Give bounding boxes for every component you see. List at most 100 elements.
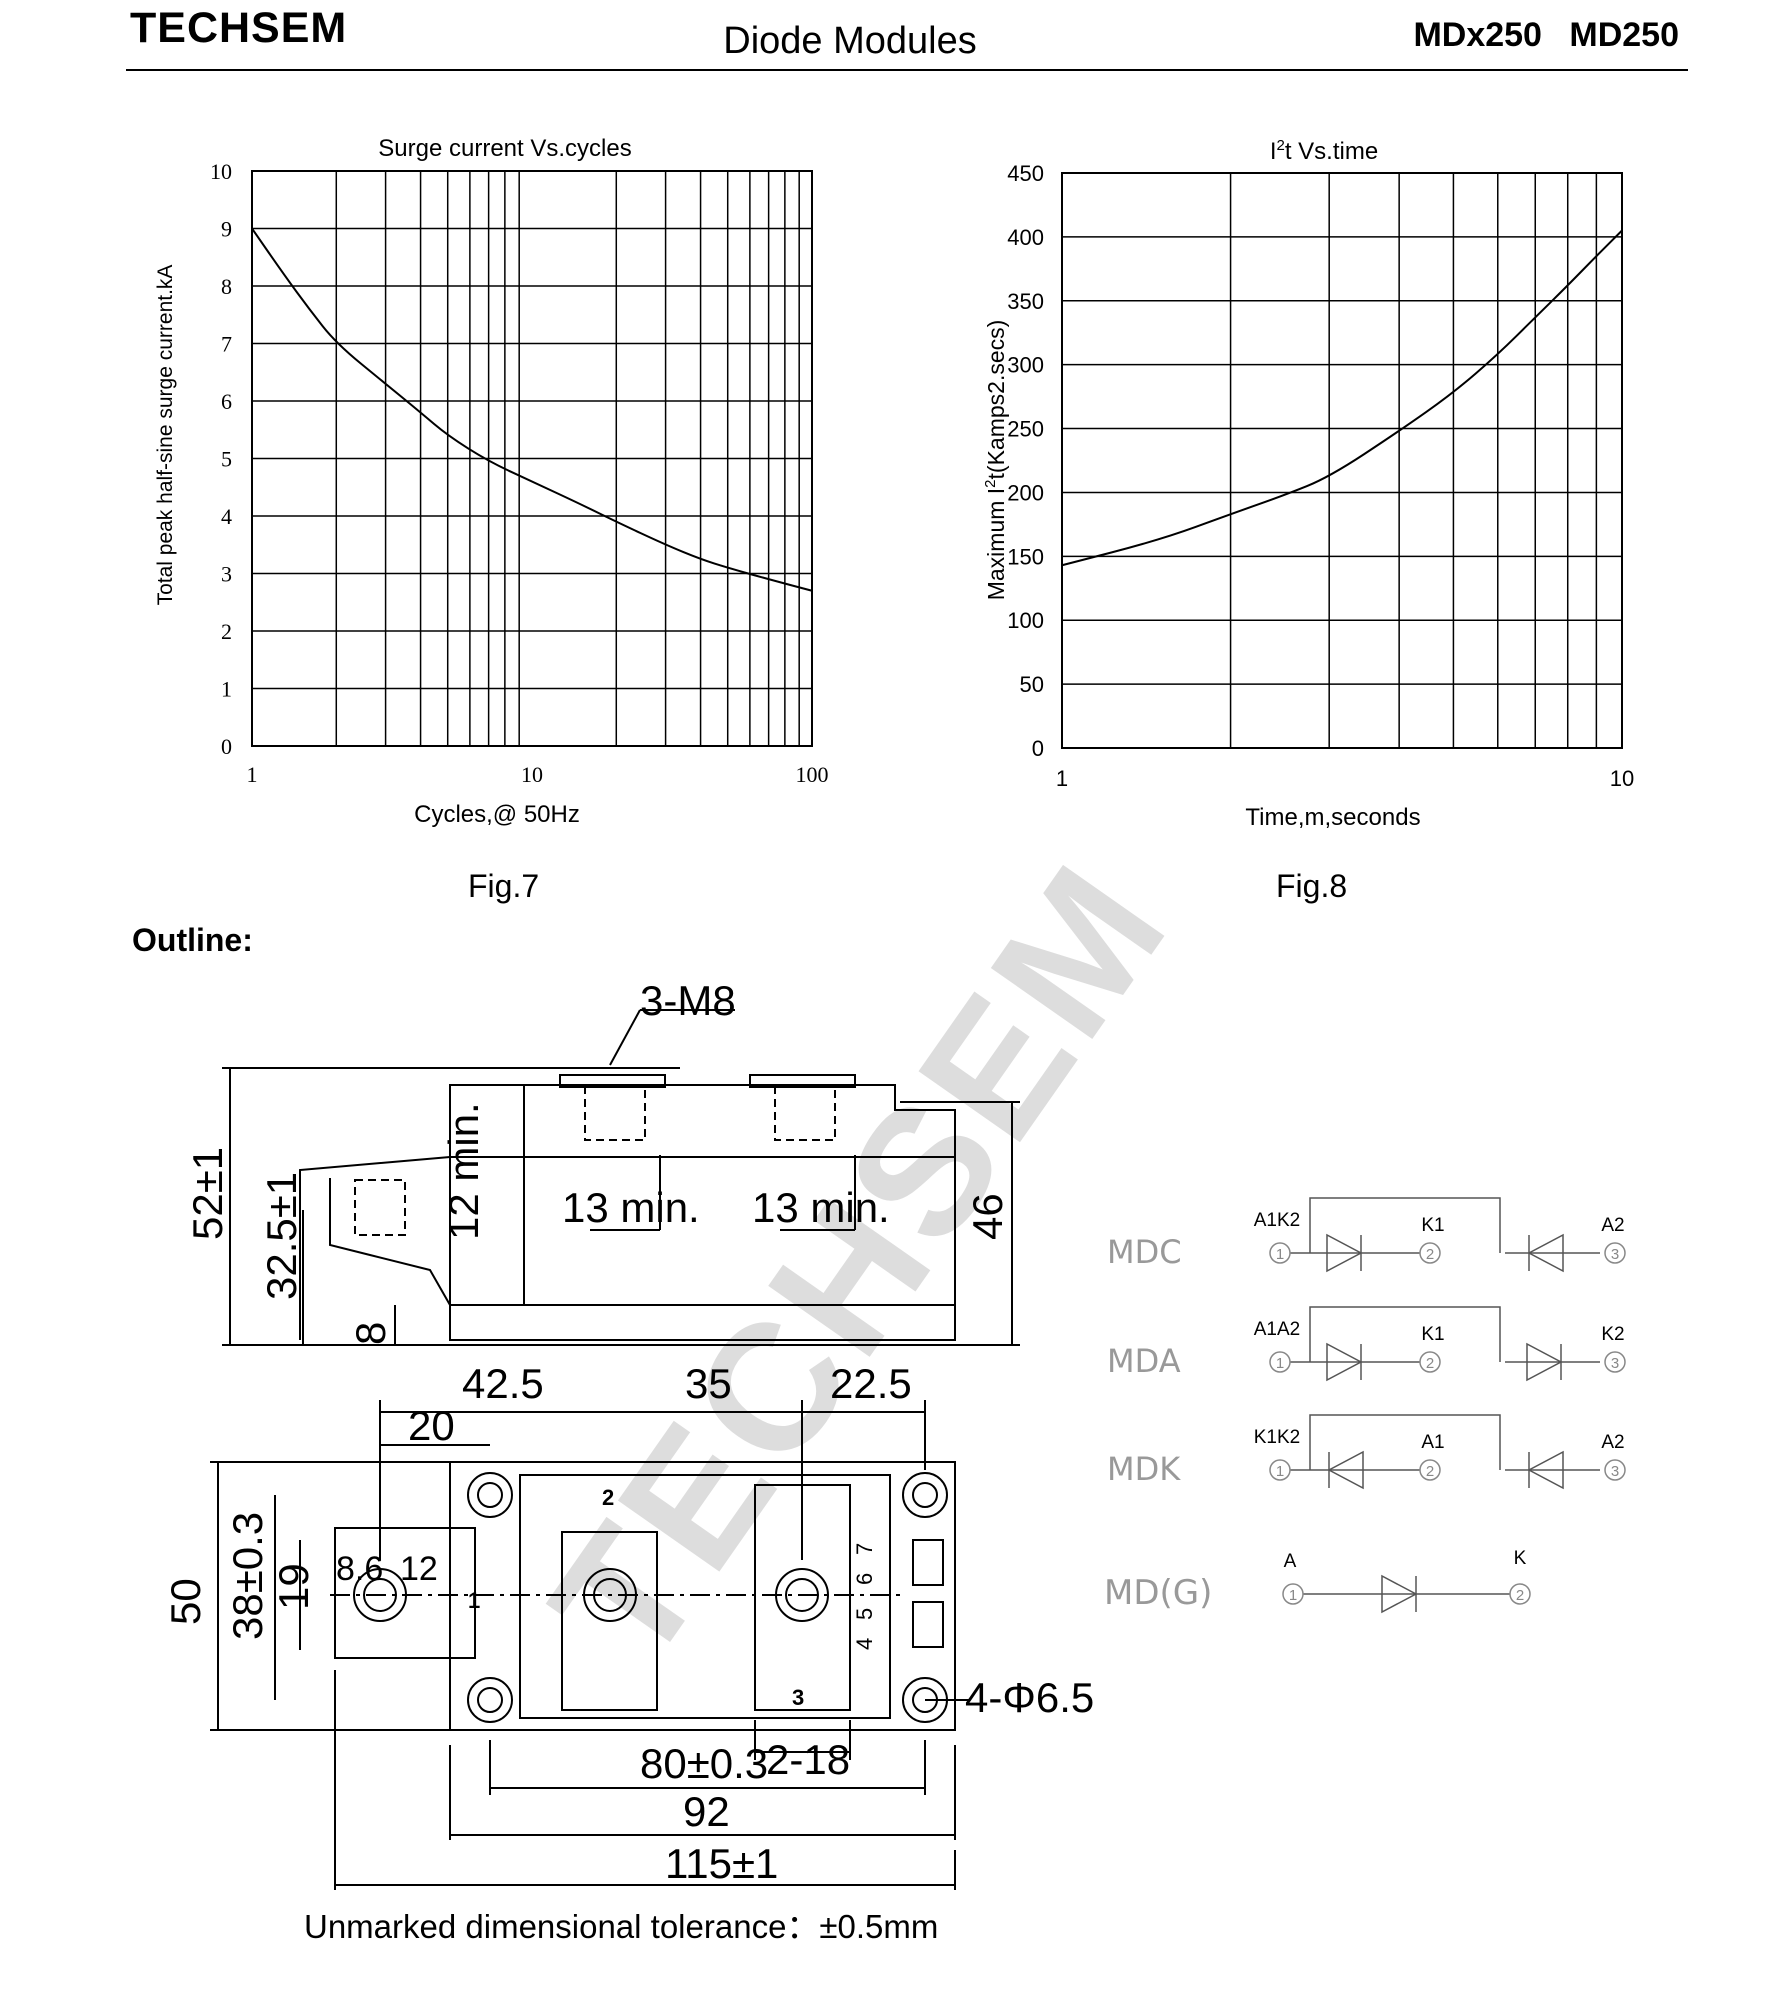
chart2-title: I2t Vs.time (1270, 137, 1378, 165)
circuit-mda-node-2 (1419, 1351, 1441, 1373)
chart1-xlabel: Cycles,@ 50Hz (414, 801, 580, 828)
chart2-grid (1061, 172, 1623, 749)
chart1-title: Surge current Vs.cycles (378, 135, 631, 162)
terminal-number-3: 3 (792, 1685, 804, 1710)
dim-12: 12 (400, 1550, 438, 1588)
circuit-mdg-name: MD(G) (1104, 1573, 1212, 1613)
circuit-mdk-diode-1 (1327, 1450, 1364, 1490)
circuit-mdc-label-mid: K1 (1421, 1215, 1444, 1236)
circuit-mdc-node-1 (1269, 1242, 1291, 1264)
circuit-mdk-label-right: A2 (1601, 1432, 1624, 1453)
chart1-y-tick-label: 9 (221, 217, 232, 242)
circuit-mdg-node-2-number: 2 (1516, 1587, 1524, 1604)
outline-heading: Outline: (132, 922, 253, 958)
dim-height-base: 8 (347, 1322, 394, 1345)
circuit-mdk-name: MDK (1107, 1450, 1181, 1488)
circuit-mda-diode-1 (1326, 1342, 1363, 1382)
chart2-y-tick-label: 350 (1007, 289, 1044, 314)
circuit-mda-node-1 (1269, 1351, 1291, 1373)
circuit-mdc-label-right: A2 (1601, 1215, 1624, 1236)
circuit-mdc-label-left: A1K2 (1254, 1210, 1300, 1231)
circuit-mda-wires (1290, 1306, 1600, 1363)
model-numbers: MDx250 MD250 (1413, 16, 1679, 54)
chart1-y-tick-label: 3 (221, 562, 232, 587)
pin-label-4: 4 (852, 1638, 877, 1650)
dim-height-total: 52±1 (184, 1147, 231, 1240)
circuit-mdk-label-left: K1K2 (1254, 1427, 1300, 1448)
chart2-caption: Fig.8 (1276, 868, 1348, 904)
document-title: Diode Modules (723, 20, 977, 62)
chart1-y-tick-label: 5 (221, 447, 232, 472)
circuit-mdk-label-mid: A1 (1421, 1432, 1444, 1453)
circuit-mdg-node-1-number: 1 (1289, 1587, 1297, 1604)
chart1-caption: Fig.7 (468, 868, 540, 904)
circuit-mdk-wires (1290, 1414, 1600, 1471)
circuit-mdc-wires (1290, 1197, 1600, 1254)
chart1-x-ticks: 1 10 100 (247, 762, 829, 787)
chart1-y-tick-label: 8 (221, 274, 232, 299)
terminal-number-1: 1 (468, 1588, 480, 1613)
chart2-ylabel: Maximum I2t(Kamps2.secs) (982, 320, 1009, 601)
tolerance-note: Unmarked dimensional tolerance：±0.5mm (304, 1908, 939, 1945)
chart1-x-tick-label: 100 (796, 762, 829, 787)
dim-term2: 13 min. (752, 1184, 890, 1231)
circuit-mda-diode-2 (1526, 1342, 1563, 1382)
chart1-ylabel: Total peak half-sine surge current.kA (154, 265, 177, 606)
dim-holes: 4-Φ6.5 (965, 1674, 1094, 1721)
circuit-mdk-node-1 (1269, 1459, 1291, 1481)
pin-label-6: 6 (852, 1573, 877, 1585)
chart1-y-tick-label: 2 (221, 619, 232, 644)
chart2-xlabel: Time,m,seconds (1245, 804, 1420, 831)
chart2-y-tick-label: 450 (1007, 161, 1044, 186)
dim-tab: 12 min. (440, 1102, 487, 1240)
chart2-y-tick-label: 300 (1007, 353, 1044, 378)
dim-height-right: 46 (964, 1193, 1011, 1240)
circuit-mdg-label-right: K (1514, 1548, 1527, 1569)
pin-label-5: 5 (852, 1608, 877, 1620)
dim-22-5: 22.5 (830, 1360, 912, 1407)
dim-35: 35 (685, 1360, 732, 1407)
circuit-mdk-node-2 (1419, 1459, 1441, 1481)
circuit-mdk-node-2-number: 2 (1426, 1463, 1434, 1480)
circuit-mdc-node-1-number: 1 (1276, 1246, 1284, 1263)
chart1-y-tick-label: 6 (221, 389, 232, 414)
chart1-x-tick-label: 1 (247, 762, 258, 787)
circuit-mdc-name: MDC (1107, 1233, 1182, 1271)
chart1-series-line (251, 227, 813, 592)
circuit-mdc-node-2 (1419, 1242, 1441, 1264)
chart2-y-tick-label: 400 (1007, 225, 1044, 250)
chart2-y-tick-label: 50 (1020, 672, 1044, 697)
chart1-x-tick-label: 10 (521, 762, 543, 787)
chart1-y-tick-label: 10 (210, 159, 232, 184)
dim-8-6: 8.6 (336, 1550, 383, 1588)
circuit-mda-node-2-number: 2 (1426, 1355, 1434, 1372)
dim-term1: 13 min. (562, 1184, 700, 1231)
chart1-y-tick-label: 4 (221, 504, 232, 529)
dim-thread: 3-M8 (640, 977, 736, 1024)
side-view-body (449, 1084, 956, 1341)
brand-logo-text: TECHSEM (130, 4, 348, 52)
chart2-x-tick-label: 1 (1056, 766, 1068, 791)
chart1-y-tick-label: 7 (221, 332, 232, 357)
terminal-number-2: 2 (602, 1485, 614, 1510)
circuit-mdk-node-1-number: 1 (1276, 1463, 1284, 1480)
circuit-mdk-node-3 (1604, 1459, 1626, 1481)
circuit-mda-label-left: A1A2 (1254, 1319, 1300, 1340)
dim-19: 19 (270, 1563, 317, 1610)
dim-92: 92 (683, 1788, 730, 1835)
dim-115: 115±1 (665, 1840, 778, 1887)
circuit-mdg-label-left: A (1284, 1551, 1297, 1572)
circuit-mda-node-3-number: 3 (1611, 1355, 1619, 1372)
circuit-mdc-node-2-number: 2 (1426, 1246, 1434, 1263)
pin-label-7: 7 (852, 1543, 877, 1555)
chart2-y-tick-label: 150 (1007, 544, 1044, 569)
chart1-y-tick-label: 1 (221, 677, 232, 702)
circuit-mdc-diode-1 (1326, 1233, 1363, 1273)
dim-2-18: 2-18 (766, 1736, 850, 1783)
circuit-mdg-diode (1381, 1574, 1418, 1614)
